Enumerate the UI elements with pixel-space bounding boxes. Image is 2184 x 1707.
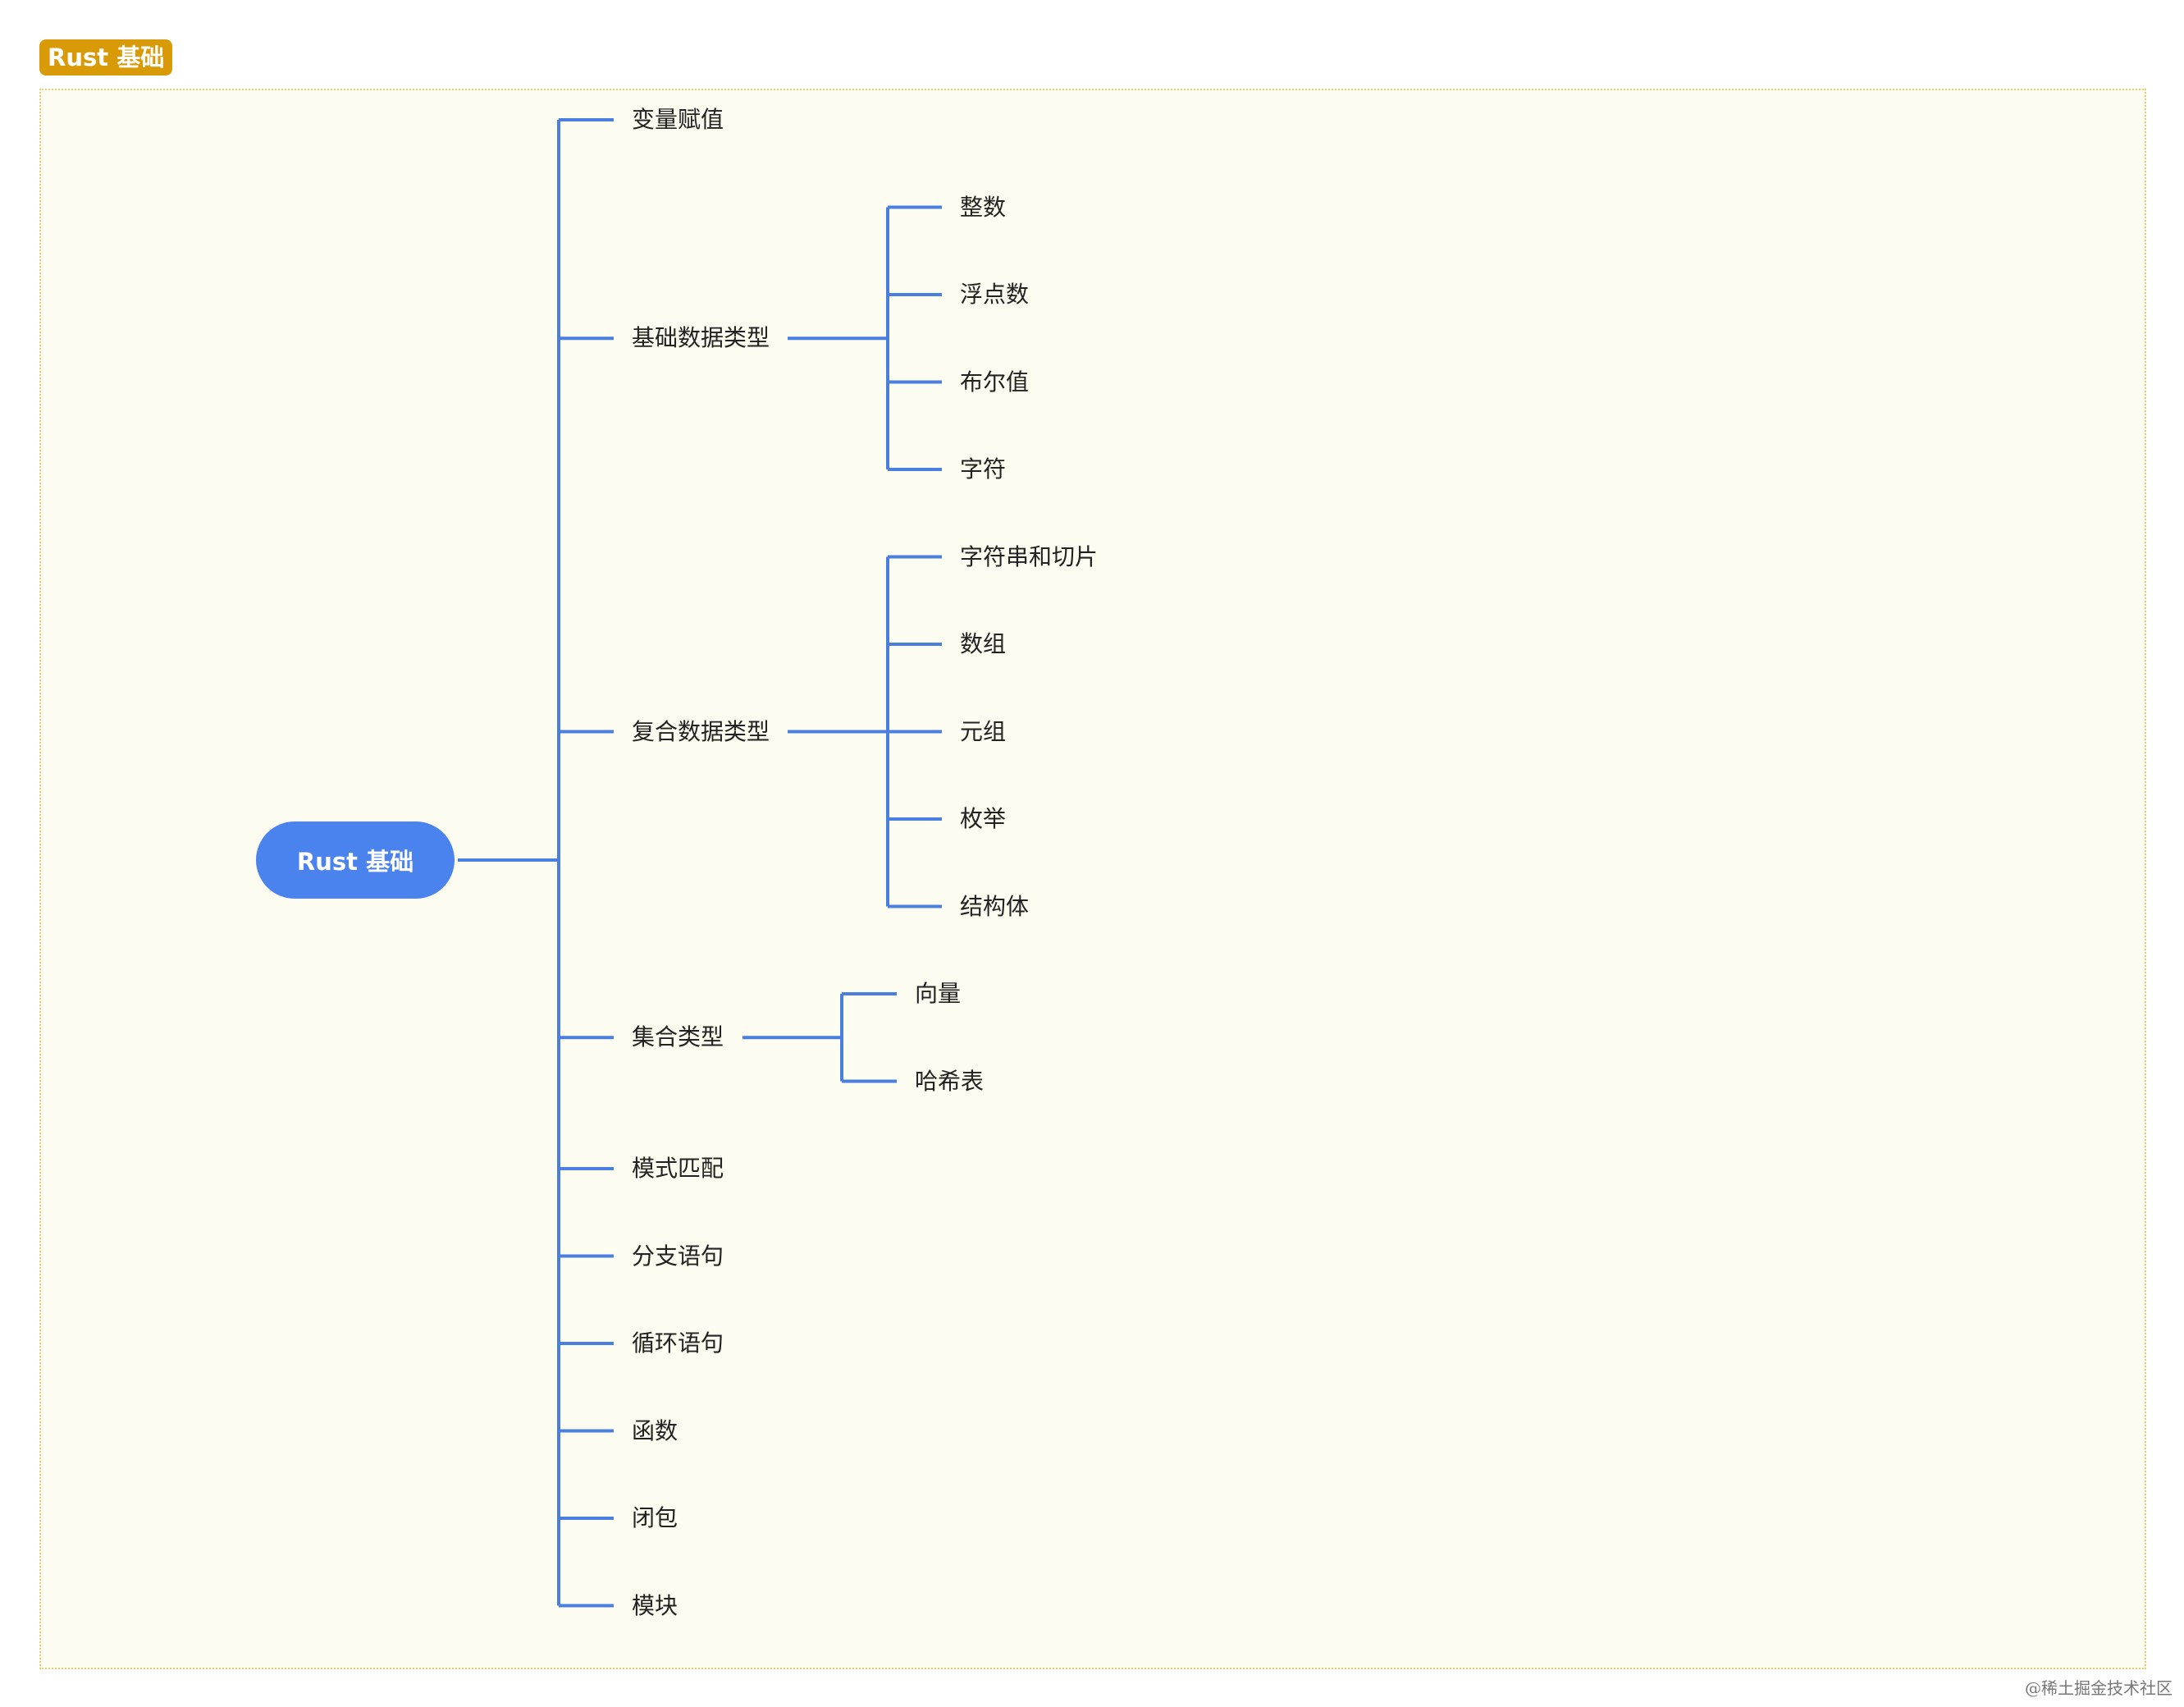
leaf-node[interactable]: 数组 [960,630,1007,657]
diagram-title-tag: Rust 基础 [39,39,173,76]
leaf-node[interactable]: 布尔值 [960,368,1030,396]
leaf-node[interactable]: 结构体 [960,892,1030,920]
watermark: @稀土掘金技术社区 [2025,1678,2173,1698]
leaf-node[interactable]: 元组 [960,717,1007,745]
branch-node[interactable]: 基础数据类型 [632,324,770,352]
branch-node[interactable]: 分支语句 [632,1242,724,1270]
root-node[interactable]: Rust 基础 [256,821,455,899]
leaf-node[interactable]: 枚举 [960,805,1007,832]
branch-node[interactable]: 集合类型 [632,1023,724,1051]
branch-node[interactable]: 函数 [632,1416,679,1444]
leaf-node[interactable]: 哈希表 [915,1067,985,1095]
branch-node[interactable]: 复合数据类型 [632,717,770,745]
leaf-node[interactable]: 字符串和切片 [960,542,1099,570]
branch-node[interactable]: 闭包 [632,1504,679,1531]
leaf-node[interactable]: 浮点数 [960,281,1030,308]
leaf-node[interactable]: 字符 [960,455,1007,483]
leaf-node[interactable]: 向量 [915,980,962,1007]
leaf-node[interactable]: 整数 [960,193,1007,221]
branch-node[interactable]: 模式匹配 [632,1155,724,1182]
branch-node[interactable]: 循环语句 [632,1329,724,1357]
branch-node[interactable]: 变量赋值 [632,106,724,133]
branch-node[interactable]: 模块 [632,1591,679,1619]
